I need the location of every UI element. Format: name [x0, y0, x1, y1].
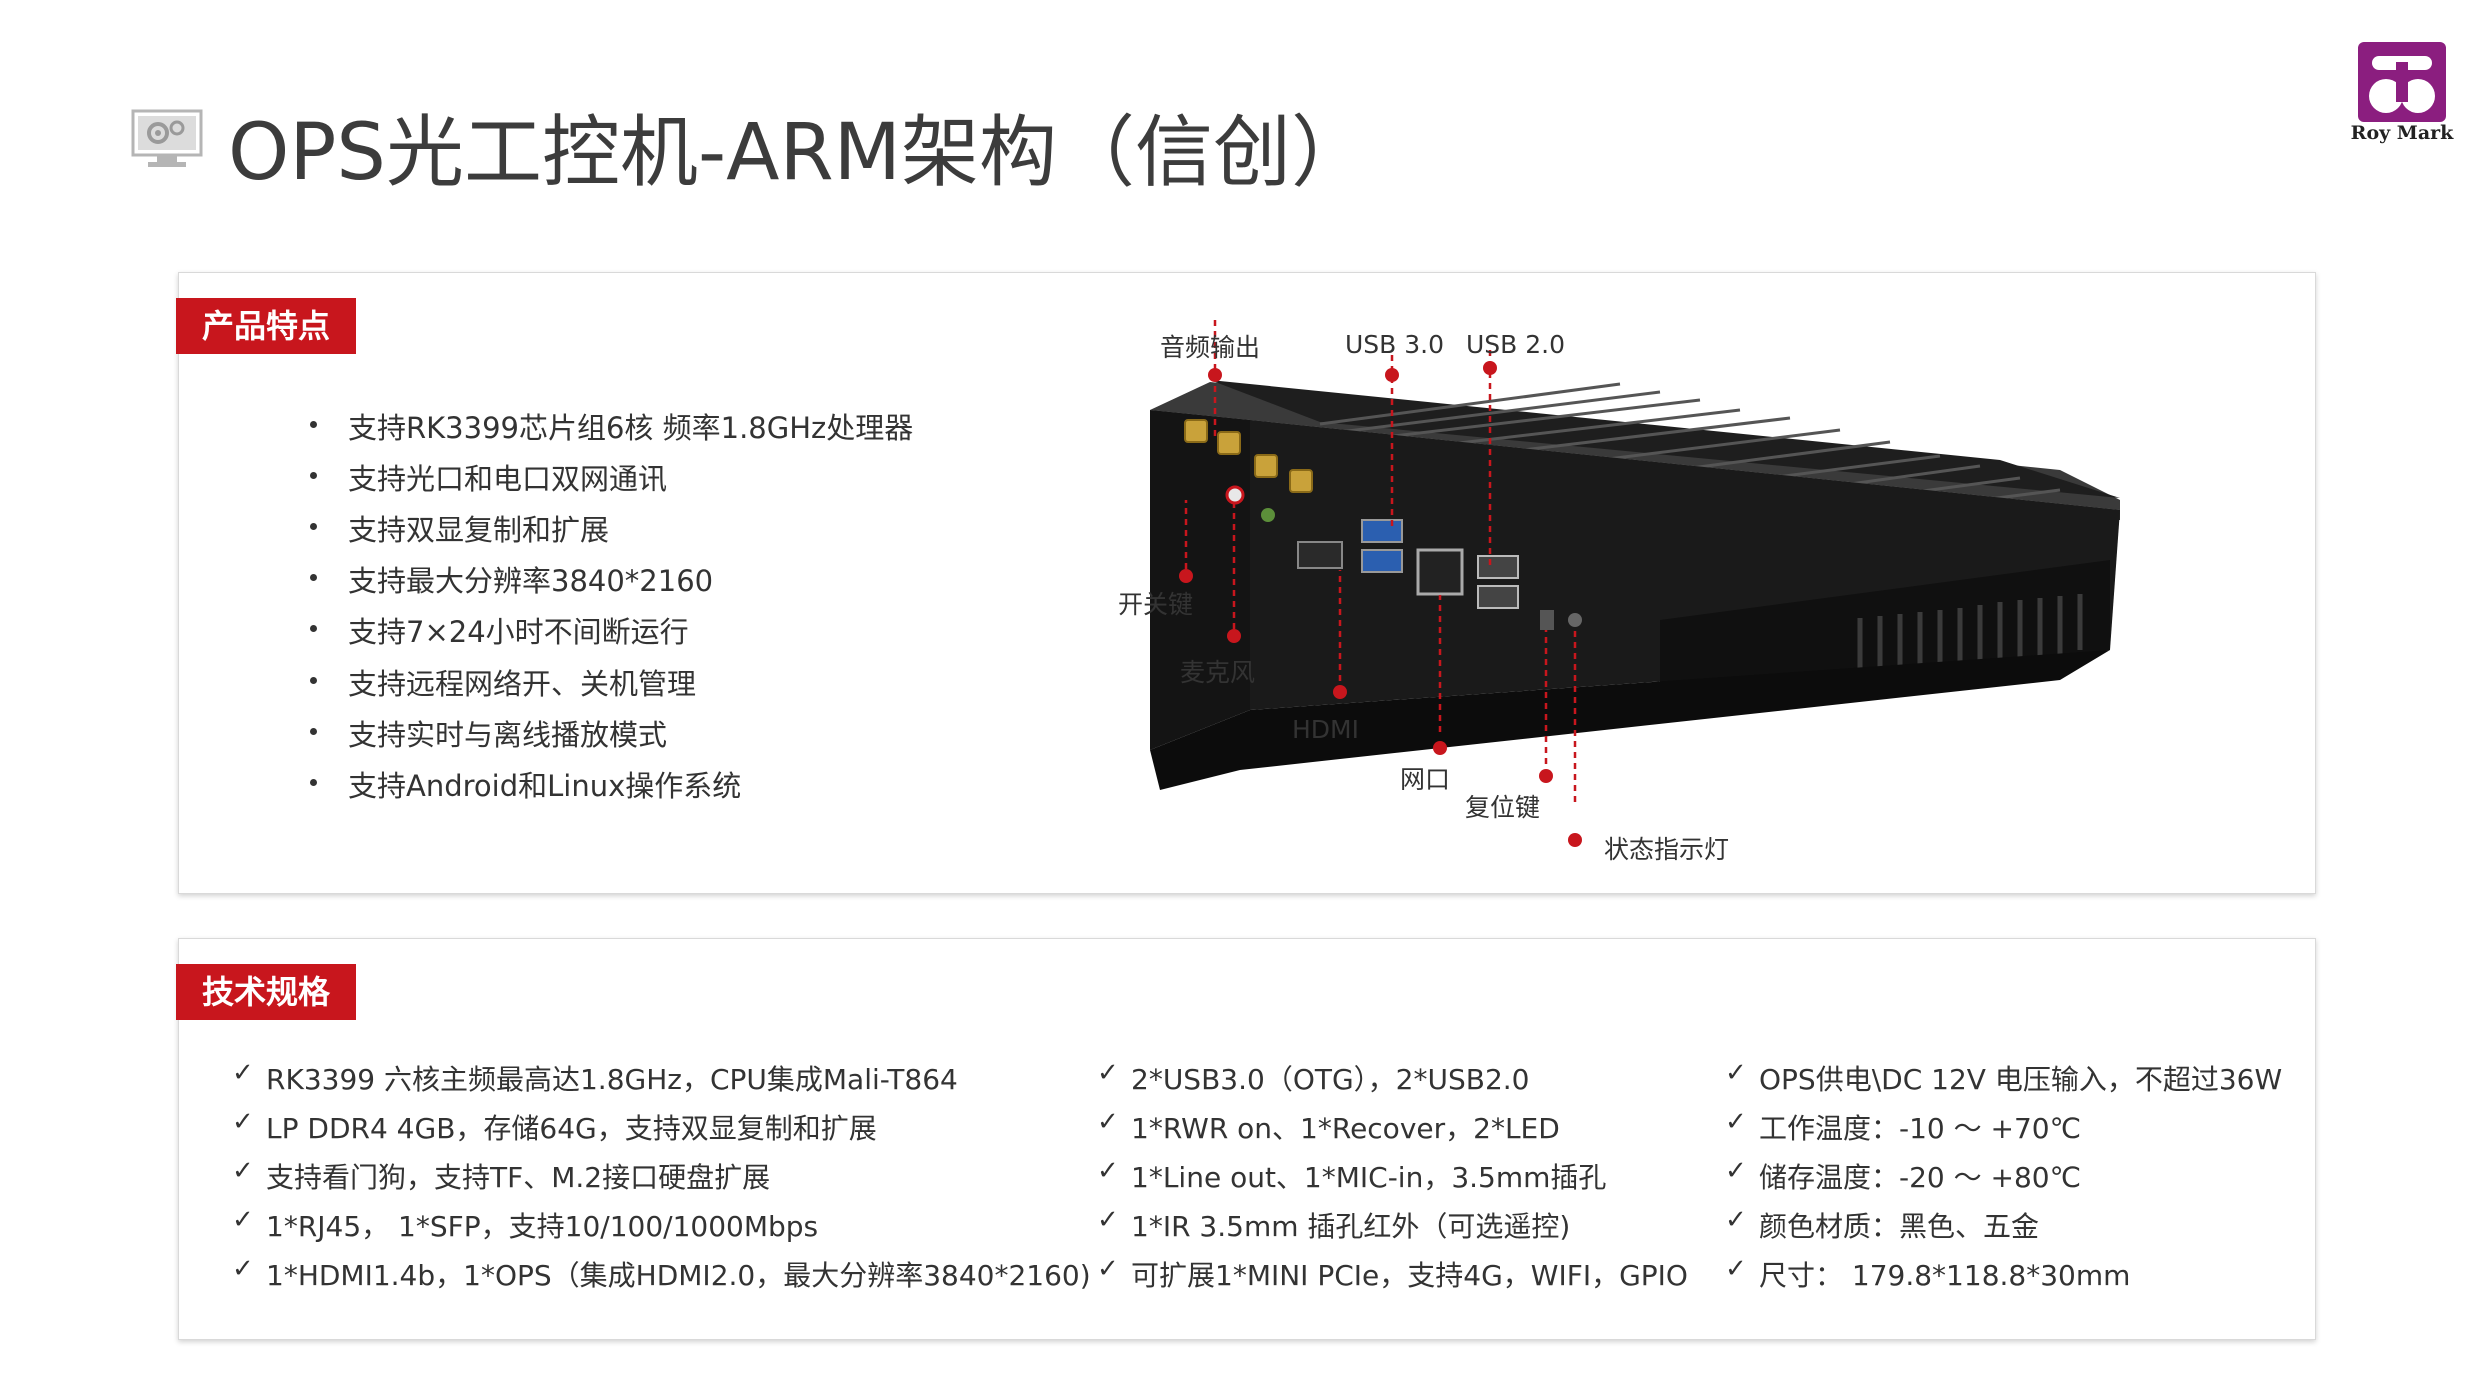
bullet-icon	[310, 677, 317, 684]
bullet-icon	[310, 728, 317, 735]
bullet-icon	[310, 779, 317, 786]
check-icon: ✓	[232, 1254, 254, 1284]
ops-device-illustration	[1150, 320, 2120, 847]
page-title: OPS光工控机-ARM架构（信创）	[228, 108, 1369, 198]
status-led-icon	[1568, 613, 1582, 627]
check-icon: ✓	[232, 1107, 254, 1137]
antenna-connector-icon	[1184, 419, 1313, 493]
callout-hdmi: HDMI	[1292, 715, 1359, 744]
callout-reset-key: 复位键	[1465, 793, 1541, 822]
check-icon: ✓	[1725, 1156, 1747, 1186]
callout-mic: 麦克风	[1180, 658, 1256, 687]
audio-jack-icon	[1225, 485, 1245, 505]
check-icon: ✓	[232, 1205, 254, 1235]
callout-status-led: 状态指示灯	[1604, 835, 1730, 864]
check-icon: ✓	[232, 1058, 254, 1088]
callout-lan: 网口	[1400, 765, 1451, 794]
callout-lines	[1184, 320, 1577, 802]
device-side-face	[1660, 560, 2110, 700]
check-icon: ✓	[1725, 1058, 1747, 1088]
callout-audio-out: 音频输出	[1160, 333, 1261, 362]
device-bottom-plate	[1150, 650, 2110, 790]
check-icon: ✓	[1725, 1205, 1747, 1235]
reset-key-icon	[1540, 610, 1554, 630]
bullet-icon	[310, 523, 317, 530]
logo-text: Roy Mark	[2350, 122, 2454, 144]
roymark-logo-icon	[2352, 38, 2452, 148]
features-section-label: 产品特点	[176, 298, 357, 354]
callout-dots	[1179, 361, 1582, 847]
usb2-port-icon	[1477, 555, 1519, 579]
monitor-gear-icon	[130, 108, 204, 170]
bullet-icon	[310, 574, 317, 581]
hdmi-port-icon	[1297, 541, 1343, 569]
lan-port-icon	[1416, 548, 1464, 596]
bullet-icon	[310, 421, 317, 428]
usb2-port-icon	[1477, 585, 1519, 609]
check-icon: ✓	[1097, 1058, 1119, 1088]
check-icon: ✓	[1725, 1254, 1747, 1284]
callout-power-key: 开关键	[1118, 590, 1194, 619]
device-front-face	[1150, 410, 1250, 750]
check-icon: ✓	[1725, 1107, 1747, 1137]
check-icon: ✓	[232, 1156, 254, 1186]
check-icon: ✓	[1097, 1156, 1119, 1186]
callout-usb3: USB 3.0	[1345, 330, 1445, 359]
specs-section-label: 技术规格	[176, 964, 357, 1020]
callout-usb2: USB 2.0	[1466, 330, 1566, 359]
bullet-icon	[310, 472, 317, 479]
check-icon: ✓	[1097, 1107, 1119, 1137]
bullet-icon	[310, 625, 317, 632]
mic-jack-icon	[1261, 508, 1275, 522]
usb3-port-icon	[1361, 519, 1403, 543]
specs-panel	[178, 938, 2316, 1340]
side-vent-icon	[1857, 594, 2083, 680]
check-icon: ✓	[1097, 1205, 1119, 1235]
check-icon: ✓	[1097, 1254, 1119, 1284]
usb3-port-icon	[1361, 549, 1403, 573]
